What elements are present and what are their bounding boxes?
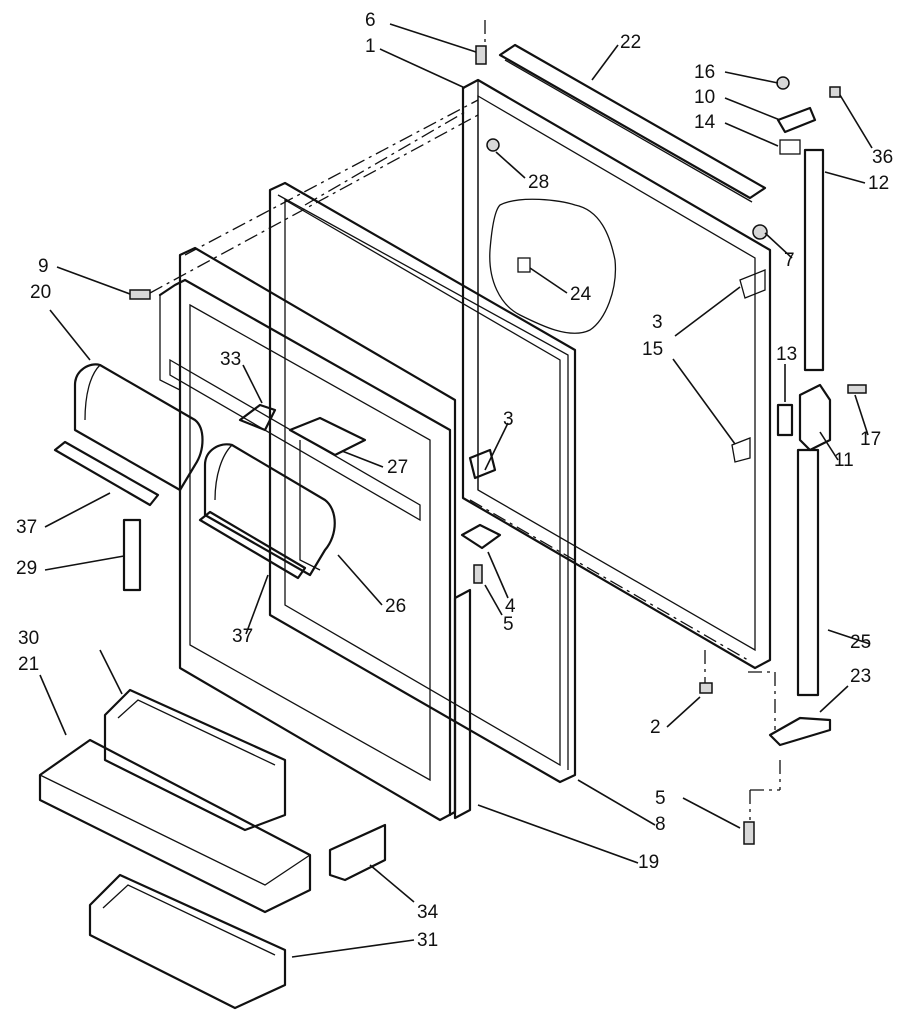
callout-37b: 37 [232,626,253,647]
callout-26: 26 [385,596,406,617]
callout-14: 14 [694,112,716,133]
side-trim-strip [453,588,472,820]
part-27 [288,416,367,457]
callout-3a: 3 [652,312,663,333]
callout-28: 28 [528,172,549,193]
callout-22: 22 [620,32,641,53]
callout-36: 36 [872,147,893,168]
callout-5a: 5 [503,614,514,635]
callout-27: 27 [387,457,408,478]
bracket-34 [328,823,387,882]
callout-labels: 6 1 22 16 10 14 36 12 28 7 9 20 24 3 15 … [16,10,893,951]
callout-11: 11 [834,450,854,471]
callout-34: 34 [417,902,439,923]
retainer-37a [53,440,160,507]
hinge-parts [731,106,832,747]
alignment-lines [149,20,781,820]
callout-15: 15 [642,339,663,360]
callout-23: 23 [850,666,871,687]
retainer-37b [198,510,307,580]
callout-5b: 5 [655,788,666,809]
callout-31: 31 [417,930,438,951]
door-liner [158,246,457,822]
callout-24: 24 [570,284,592,305]
hardware [129,45,867,845]
leaders [39,23,873,958]
callout-37a: 37 [16,517,37,538]
shelf-bar-20 [73,363,204,492]
top-trim-strip [498,43,767,203]
callout-10: 10 [694,87,715,108]
callout-17: 17 [860,429,881,450]
callout-3b: 3 [503,409,514,430]
callout-2: 2 [650,717,661,738]
callout-6: 6 [365,10,376,31]
callout-25: 25 [850,632,871,653]
door-frame [461,78,772,670]
bin-31 [88,873,287,1010]
callout-29: 29 [16,558,37,579]
callout-12: 12 [868,173,889,194]
clip-24 [517,257,531,273]
callout-20: 20 [30,282,51,303]
shelf-bar-26 [203,443,336,577]
insulation-cutaway [489,198,617,334]
callout-4: 4 [505,596,516,617]
callout-33: 33 [220,349,241,370]
bin-30 [103,688,287,832]
callout-8: 8 [655,814,666,835]
bracket-29 [122,518,142,592]
callout-9: 9 [38,256,49,277]
callout-13: 13 [776,344,797,365]
shelf-21 [38,738,312,914]
callout-21: 21 [18,654,39,675]
part-33 [238,403,277,432]
callout-7: 7 [784,250,795,271]
door-gasket [268,181,577,784]
callout-30: 30 [18,628,39,649]
callout-1: 1 [365,36,376,57]
callout-16: 16 [694,62,715,83]
callout-19: 19 [638,852,659,873]
